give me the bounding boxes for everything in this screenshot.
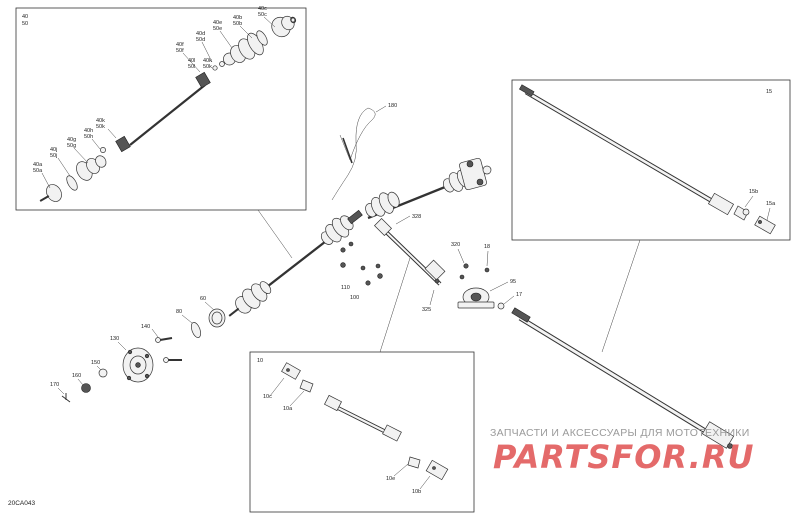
axle-shaft [129,84,206,146]
inset-propshaft: 15 15b 15a [511,79,791,241]
clamp-small [219,61,225,67]
callout-130: 130 [110,336,119,342]
watermark-subtitle: ЗАПЧАСТИ И АКСЕССУАРЫ ДЛЯ МОТОТЕХНИКИ [490,427,750,439]
hub-washer [98,368,108,378]
callout-180: 180 [388,103,397,109]
callout-110: 110 [341,285,350,291]
cross-10a [299,379,314,393]
callout-170: 170 [50,382,59,388]
inset-cv-axle: 40 50 [15,6,307,211]
bearing-60-80 [191,308,226,338]
main-inner-boot [228,281,272,317]
inset-cv-axle-frame [15,7,307,211]
inner-clamp-small [100,147,106,153]
differential-yoke [459,157,492,191]
callout-50: 50 [22,21,28,27]
callout-10a: 10a [283,406,293,412]
inset-driveshaft-frame [249,351,475,513]
inset-pointer-line-3 [601,239,641,353]
wheel-hub [122,347,154,383]
callout-80: 80 [176,309,182,315]
diagram-code: 20CA043 [8,500,35,507]
callout-60: 60 [200,296,206,302]
callout-10: 10 [257,358,263,364]
rear-propshaft [511,307,735,449]
cross-10e [407,456,421,469]
inner-spline [115,135,131,153]
rear-axle [365,157,492,220]
callout-10c: 10c [263,394,272,400]
yoke-10b [425,459,449,481]
callout-15a: 15a [766,201,776,207]
callout-150: 150 [91,360,100,366]
yoke-10c [281,362,301,380]
watermark-logo: PARTSFOR.RU [493,438,754,476]
callout-40: 40 [22,14,28,20]
callout-15b: 15b [749,189,758,195]
inset-pointer-line [257,209,293,259]
yoke-15a [754,215,776,235]
inset-pointer-line-2 [379,257,411,353]
inner-boot [76,155,107,181]
cable-180: 180 [331,103,397,201]
callout-95: 95 [510,279,516,285]
callout-15: 15 [766,89,772,95]
wheel-hub-group: 60 80 140 130 150 160 170 [50,296,226,403]
callout-10e: 10e [386,476,395,482]
callout-10b: 10b [412,489,421,495]
wheel-studs [155,337,182,363]
bearing-support: 320 18 95 17 [451,242,522,310]
callout-328: 328 [412,214,421,220]
callout-160: 160 [72,373,81,379]
callout-18: 18 [484,244,490,250]
callout-100: 100 [350,295,359,301]
u-joint-cross [733,205,750,221]
inner-cv-joint [39,184,62,202]
main-spline [347,209,363,225]
callout-325: 325 [422,307,431,313]
callout-320: 320 [451,242,460,248]
watermark: ЗАПЧАСТИ И АКСЕССУАРЫ ДЛЯ МОТОТЕХНИКИ PA… [490,427,754,476]
hub-nut [81,383,91,393]
clamp-ring [256,30,268,46]
spline-hub [195,71,211,89]
clamp-small-2 [212,65,218,71]
hardware-110-100: 110 100 [340,241,383,301]
outer-boot [223,32,264,66]
center-driveshaft: 328 325 [374,214,446,353]
inset-propshaft-frame [511,79,791,241]
inner-clamp-ring [66,175,78,191]
main-front-axle [228,209,363,317]
callout-140: 140 [141,324,150,330]
small-ring [290,17,296,23]
callout-17: 17 [516,292,522,298]
cotter-pin [61,393,71,403]
rear-inner-boot [365,191,400,218]
inset-driveshaft: 10 10c 10a 10e 10b [249,351,475,513]
